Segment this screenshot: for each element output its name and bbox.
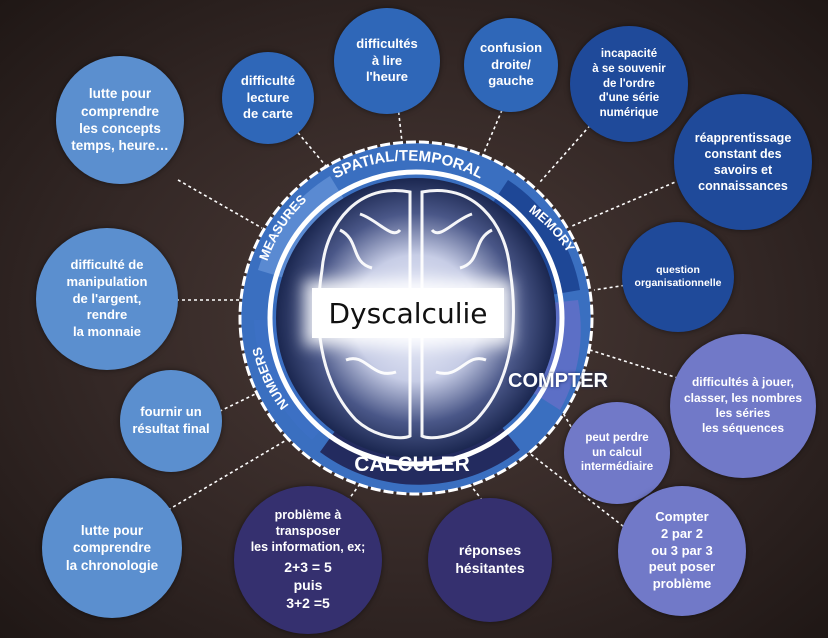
bubble-transpose-text: problème à transposer les information, e… [250, 508, 366, 555]
bubble-final-result: fournir un résultat final [120, 370, 222, 472]
center-title: Dyscalculie [312, 288, 504, 338]
bubble-organisation-text: question organisationnelle [634, 263, 722, 289]
bubble-chronology-text: lutte pour comprendre la chronologie [65, 523, 159, 573]
bubble-sequence-memory: incapacité à se souvenir de l'ordre d'un… [570, 26, 688, 142]
bubble-relearning-text: réapprentissage constant des savoirs et … [694, 131, 792, 193]
bubble-time-concepts-text: lutte pour comprendre les concepts temps… [71, 86, 169, 154]
bubble-play-sort-text: difficultés à jouer, classer, les nombre… [683, 375, 803, 436]
bubble-time-reading-text: difficultés à lire l'heure [356, 36, 418, 85]
bubble-organisation: question organisationnelle [622, 222, 734, 332]
bubble-transpose-example: 2+3 = 5 puis 3+2 =5 [284, 559, 332, 611]
bubble-lost-calc: peut perdre un calcul intermédiaire [564, 402, 670, 504]
bubble-map-reading: difficulté lecture de carte [222, 52, 314, 144]
ring-label-compter: COMPTER [508, 370, 608, 392]
bubble-lost-calc-text: peut perdre un calcul intermédiaire [580, 431, 654, 474]
bubble-chronology: lutte pour comprendre la chronologie [42, 478, 182, 618]
bubble-time-concepts: lutte pour comprendre les concepts temps… [56, 56, 184, 184]
bubble-sequence-memory-text: incapacité à se souvenir de l'ordre d'un… [592, 48, 666, 120]
bubble-hesitant-text: réponses hésitantes [455, 542, 525, 576]
bubble-hesitant: réponses hésitantes [428, 498, 552, 622]
bubble-final-result-text: fournir un résultat final [132, 404, 210, 436]
bubble-time-reading: difficultés à lire l'heure [334, 8, 440, 114]
bubble-count-by-text: Compter 2 par 2 ou 3 par 3 peut poser pr… [648, 509, 716, 591]
bubble-play-sort: difficultés à jouer, classer, les nombre… [670, 334, 816, 478]
bubble-relearning: réapprentissage constant des savoirs et … [674, 94, 812, 230]
bubble-left-right: confusion droite/ gauche [464, 18, 558, 112]
bubble-left-right-text: confusion droite/ gauche [479, 40, 543, 89]
bubble-money: difficulté de manipulation de l'argent, … [36, 228, 178, 370]
bubble-money-text: difficulté de manipulation de l'argent, … [66, 257, 148, 339]
bubble-count-by: Compter 2 par 2 ou 3 par 3 peut poser pr… [618, 486, 746, 616]
ring-label-calculer: CALCULER [354, 453, 470, 476]
bubble-transpose: problème à transposer les information, e… [234, 486, 382, 634]
bubble-map-reading-text: difficulté lecture de carte [240, 73, 296, 122]
